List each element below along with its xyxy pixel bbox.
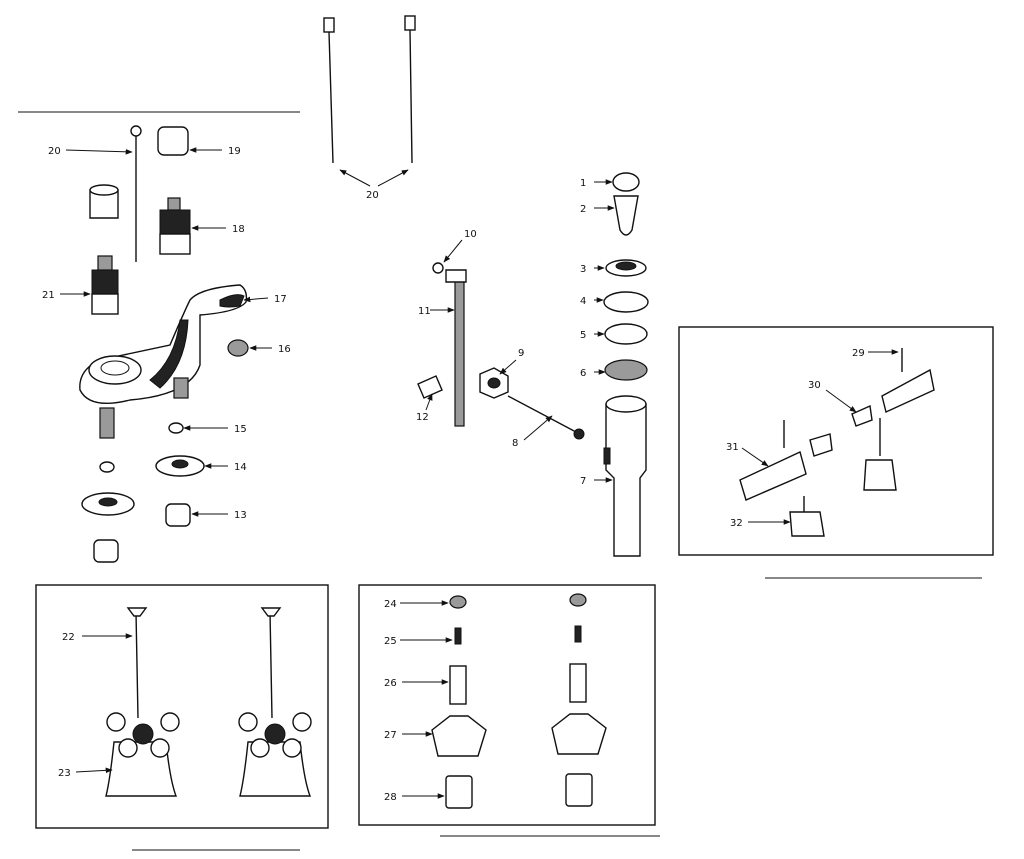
octagon-handles bbox=[431, 593, 607, 809]
callout-8: 8 bbox=[512, 438, 518, 449]
callout-5: 5 bbox=[580, 330, 586, 341]
callout-32: 32 bbox=[730, 518, 743, 529]
callout-10: 10 bbox=[464, 229, 477, 240]
callout-18: 18 bbox=[232, 224, 245, 235]
scan-rule-lines bbox=[18, 111, 982, 851]
lift-rod-short bbox=[130, 125, 142, 262]
callout-6: 6 bbox=[580, 368, 586, 379]
cartridge-left bbox=[89, 184, 119, 315]
callout-31: 31 bbox=[726, 442, 739, 453]
leader-lines bbox=[60, 147, 899, 799]
callout-28: 28 bbox=[384, 792, 397, 803]
callout-13: 13 bbox=[234, 510, 247, 521]
lever-handles bbox=[739, 348, 935, 537]
mounting-hardware bbox=[81, 422, 205, 563]
callout-17: 17 bbox=[274, 294, 287, 305]
pivot-hardware bbox=[417, 262, 585, 440]
callout-4: 4 bbox=[580, 296, 586, 307]
callout-21: 21 bbox=[42, 290, 55, 301]
callout-9: 9 bbox=[518, 348, 524, 359]
callout-11: 11 bbox=[418, 306, 431, 317]
callout-2: 2 bbox=[580, 204, 586, 215]
callout-20-rods: 20 bbox=[366, 190, 379, 201]
callout-14: 14 bbox=[234, 462, 247, 473]
drain-assembly bbox=[603, 172, 649, 557]
callout-3: 3 bbox=[580, 264, 586, 275]
lift-rods-pair bbox=[323, 15, 416, 164]
cartridge-right bbox=[157, 126, 191, 255]
callout-30: 30 bbox=[808, 380, 821, 391]
callout-16: 16 bbox=[278, 344, 291, 355]
callout-23: 23 bbox=[58, 768, 71, 779]
faucet-body bbox=[79, 284, 248, 439]
callout-7: 7 bbox=[580, 476, 586, 487]
callout-12: 12 bbox=[416, 412, 429, 423]
callout-labels: 1 2 3 4 5 6 7 8 9 10 11 12 13 14 15 16 1… bbox=[42, 146, 865, 803]
handle-box-cross bbox=[35, 584, 329, 829]
callout-19: 19 bbox=[228, 146, 241, 157]
callout-1: 1 bbox=[580, 178, 586, 189]
handle-box-octagon bbox=[358, 584, 656, 826]
callout-15: 15 bbox=[234, 424, 247, 435]
callout-29: 29 bbox=[852, 348, 865, 359]
callout-25: 25 bbox=[384, 636, 397, 647]
callout-24: 24 bbox=[384, 599, 397, 610]
aerator bbox=[227, 339, 249, 357]
cross-handles bbox=[105, 607, 312, 797]
handle-box-lever bbox=[678, 326, 994, 556]
callout-26: 26 bbox=[384, 678, 397, 689]
callout-22: 22 bbox=[62, 632, 75, 643]
callout-27: 27 bbox=[384, 730, 397, 741]
callout-20-faucet: 20 bbox=[48, 146, 61, 157]
